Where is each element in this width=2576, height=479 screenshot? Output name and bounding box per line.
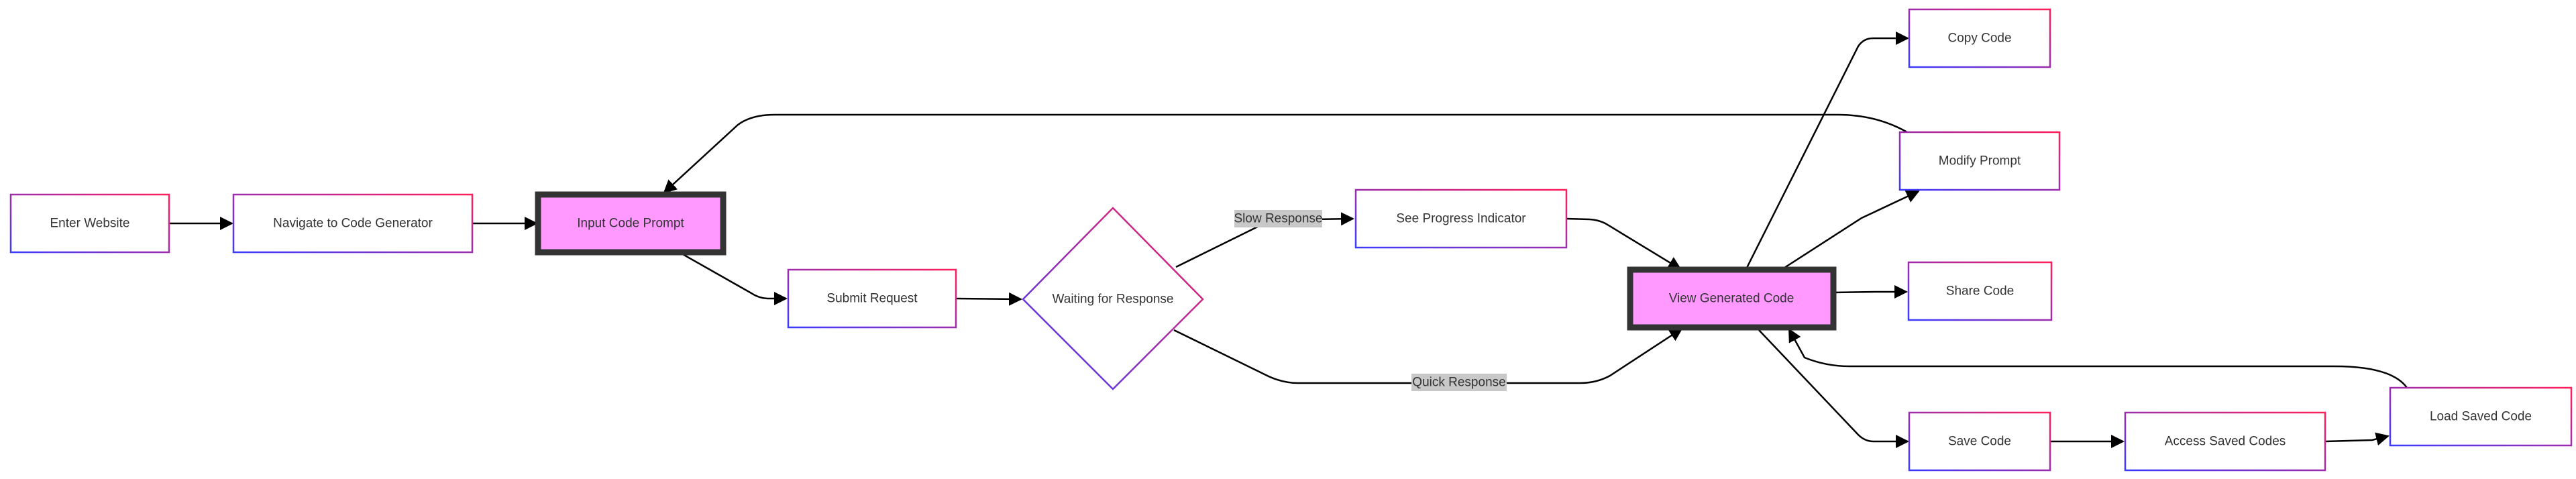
node-box: [1898, 131, 2061, 191]
node-label: View Generated Code: [1669, 292, 1794, 306]
node-label: Access Saved Codes: [2165, 435, 2286, 449]
node-navigate-code-generator: Navigate to Code Generator: [232, 193, 474, 254]
edge-progress-to-view: [1566, 217, 1682, 270]
edge-labels: Slow Response Quick Response: [1234, 210, 1507, 391]
edge-view-to-copy: [1745, 32, 1909, 270]
decision-diamond: [1022, 207, 1204, 390]
edge-view-to-modify: [1782, 190, 1920, 270]
edge-load-to-view: [1788, 328, 2408, 388]
edge-label-text: Quick Response: [1412, 376, 1505, 390]
node-input-code-prompt: Input Code Prompt: [535, 191, 727, 256]
edge-label-background: [1411, 374, 1507, 391]
edge-label-text: Slow Response: [1234, 212, 1322, 226]
node-label: Share Code: [1946, 284, 2014, 299]
node-label: Copy Code: [1947, 32, 2011, 46]
node-box: [1908, 411, 2051, 472]
edge-label-background: [1234, 210, 1322, 227]
node-label: Modify Prompt: [1939, 154, 2021, 168]
node-box: [1907, 261, 2053, 321]
node-save-code: Save Code: [1908, 411, 2051, 472]
node-box-highlighted: [1627, 266, 1837, 331]
node-box: [1354, 189, 1568, 249]
edge-input-to-submit: [681, 252, 788, 305]
node-label: Submit Request: [826, 292, 918, 306]
edge-view-to-save: [1758, 329, 1909, 448]
node-label: Input Code Prompt: [577, 217, 684, 231]
node-waiting-for-response: Waiting for Response: [1022, 207, 1204, 390]
node-modify-prompt: Modify Prompt: [1898, 131, 2061, 191]
node-label: See Progress Indicator: [1396, 212, 1526, 226]
node-box: [2124, 411, 2326, 472]
node-access-saved-codes: Access Saved Codes: [2124, 411, 2326, 472]
edges: [169, 32, 2408, 448]
node-box: [9, 193, 170, 254]
edge-access-to-load: [2324, 432, 2390, 446]
edge-label-slow-response: Slow Response: [1234, 210, 1323, 227]
node-box: [2389, 386, 2573, 447]
edge-label-quick-response: Quick Response: [1411, 374, 1507, 391]
node-label: Save Code: [1948, 435, 2011, 449]
node-label: Load Saved Code: [2430, 410, 2532, 424]
node-view-generated-code: View Generated Code: [1627, 266, 1837, 331]
node-copy-code: Copy Code: [1908, 8, 2051, 68]
edge-modify-to-input: [663, 113, 1911, 194]
node-see-progress-indicator: See Progress Indicator: [1354, 189, 1568, 249]
node-share-code: Share Code: [1907, 261, 2053, 321]
node-label: Navigate to Code Generator: [273, 217, 433, 231]
node-box: [787, 268, 957, 329]
node-box-highlighted: [535, 191, 727, 256]
node-load-saved-code: Load Saved Code: [2389, 386, 2573, 447]
node-submit-request: Submit Request: [787, 268, 957, 329]
nodes: Enter Website Navigate to Code Generator…: [9, 8, 2573, 472]
node-box: [1908, 8, 2051, 68]
node-label: Enter Website: [50, 217, 130, 231]
node-box: [232, 193, 474, 254]
node-enter-website: Enter Website: [9, 193, 170, 254]
node-label: Waiting for Response: [1053, 292, 1174, 307]
